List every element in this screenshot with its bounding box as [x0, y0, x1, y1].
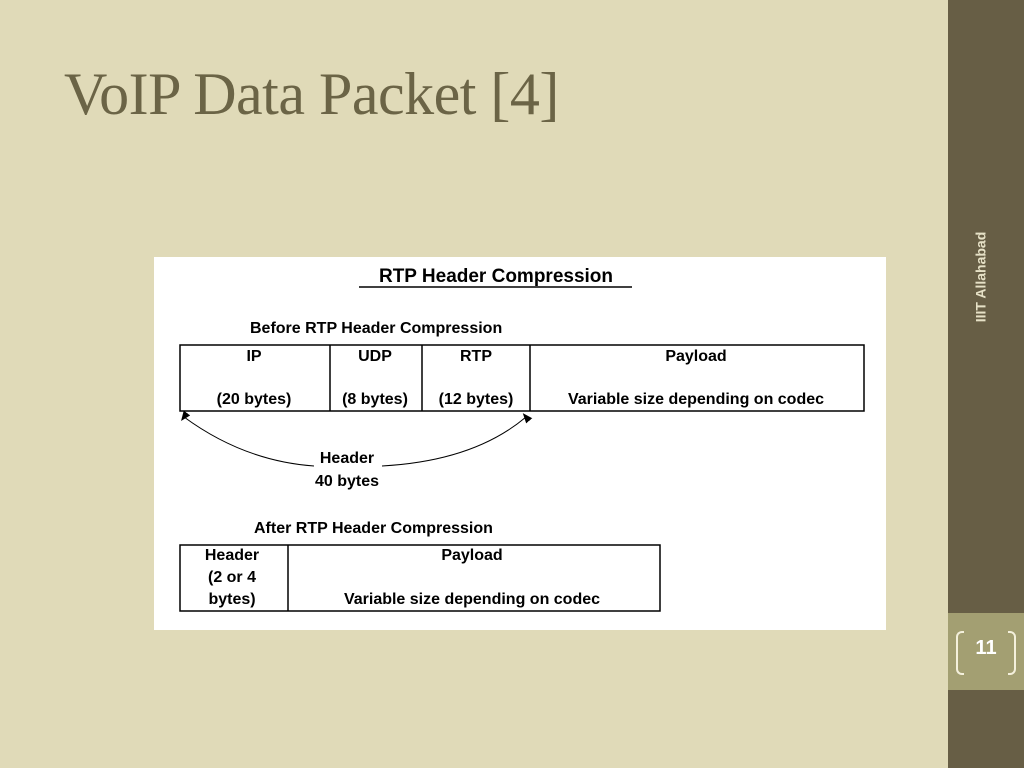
field-udp-size: (8 bytes) [342, 391, 408, 408]
diagram-title: RTP Header Compression [379, 266, 613, 287]
field-rtp-size: (12 bytes) [439, 391, 514, 408]
field-ip-name: IP [246, 348, 261, 365]
before-packet-frame [179, 344, 865, 412]
after-packet-frame [179, 544, 661, 612]
before-label: Before RTP Header Compression [250, 320, 502, 337]
before-packet: IP (20 bytes) UDP (8 bytes) RTP (12 byte… [179, 344, 865, 412]
after-payload-size: Variable size depending on codec [344, 591, 600, 608]
after-header-line3: bytes) [208, 591, 255, 608]
after-header-line1: Header [205, 547, 259, 564]
after-packet: Header (2 or 4 bytes) Payload Variable s… [179, 544, 661, 612]
header-size: 40 bytes [315, 473, 379, 490]
sidebar-label: IIIT Allahabad [968, 222, 992, 332]
after-header-line2: (2 or 4 [208, 569, 256, 586]
field-payload-name: Payload [665, 348, 726, 365]
header-arrow-right [381, 413, 533, 467]
page-number: 11 [975, 637, 997, 659]
field-udp-name: UDP [358, 348, 392, 365]
slide-title: VoIP Data Packet [4] [64, 61, 559, 127]
rtp-diagram: RTP Header Compression Before RTP Header… [154, 257, 886, 630]
field-rtp-name: RTP [460, 348, 492, 365]
page-bracket-right [1008, 631, 1016, 675]
header-label: Header [320, 450, 374, 467]
after-payload-name: Payload [441, 547, 502, 564]
rtp-diagram-svg: RTP Header Compression Before RTP Header… [179, 266, 865, 612]
after-label: After RTP Header Compression [254, 520, 493, 537]
header-arrow-left [181, 410, 315, 467]
page-bracket-left [956, 631, 964, 675]
page-number-box [948, 613, 1024, 690]
field-payload-size: Variable size depending on codec [568, 391, 824, 408]
field-ip-size: (20 bytes) [217, 391, 292, 408]
sidebar-label-text: IIIT Allahabad [972, 231, 988, 323]
